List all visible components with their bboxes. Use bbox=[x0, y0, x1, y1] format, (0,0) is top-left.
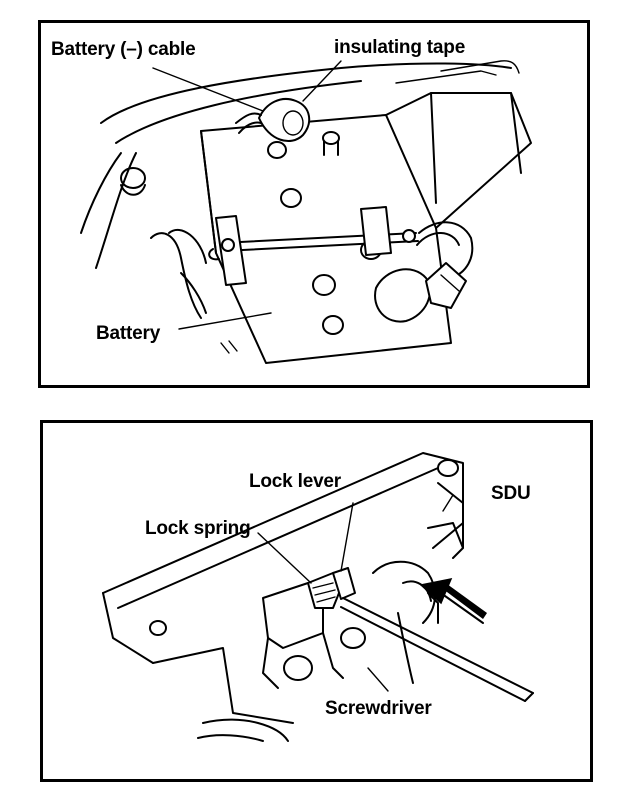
lock-lever-label: Lock lever bbox=[249, 471, 341, 492]
sdu-drawing bbox=[102, 452, 534, 742]
insulating-tape-shape bbox=[258, 98, 311, 143]
screwdriver-label: Screwdriver bbox=[325, 698, 432, 719]
lock-lever-shape bbox=[332, 567, 356, 600]
battery-drawing bbox=[80, 60, 532, 364]
cable-connector-shape bbox=[374, 268, 431, 323]
sdu-illustration-panel: Lock lever SDU Lock spring Screwdriver bbox=[40, 420, 593, 782]
battery-illustration-panel: Battery (–) cable insulating tape Batter… bbox=[38, 20, 590, 388]
lock-spring-label: Lock spring bbox=[145, 518, 251, 539]
insulating-tape-label: insulating tape bbox=[334, 37, 466, 58]
battery-label: Battery bbox=[96, 323, 161, 344]
sdu-label: SDU bbox=[491, 483, 531, 504]
lock-spring-shape bbox=[307, 572, 342, 609]
grommet-shape bbox=[120, 167, 146, 189]
screwdriver-shaft-shape bbox=[342, 597, 534, 694]
battery-cable-label: Battery (–) cable bbox=[51, 39, 196, 60]
